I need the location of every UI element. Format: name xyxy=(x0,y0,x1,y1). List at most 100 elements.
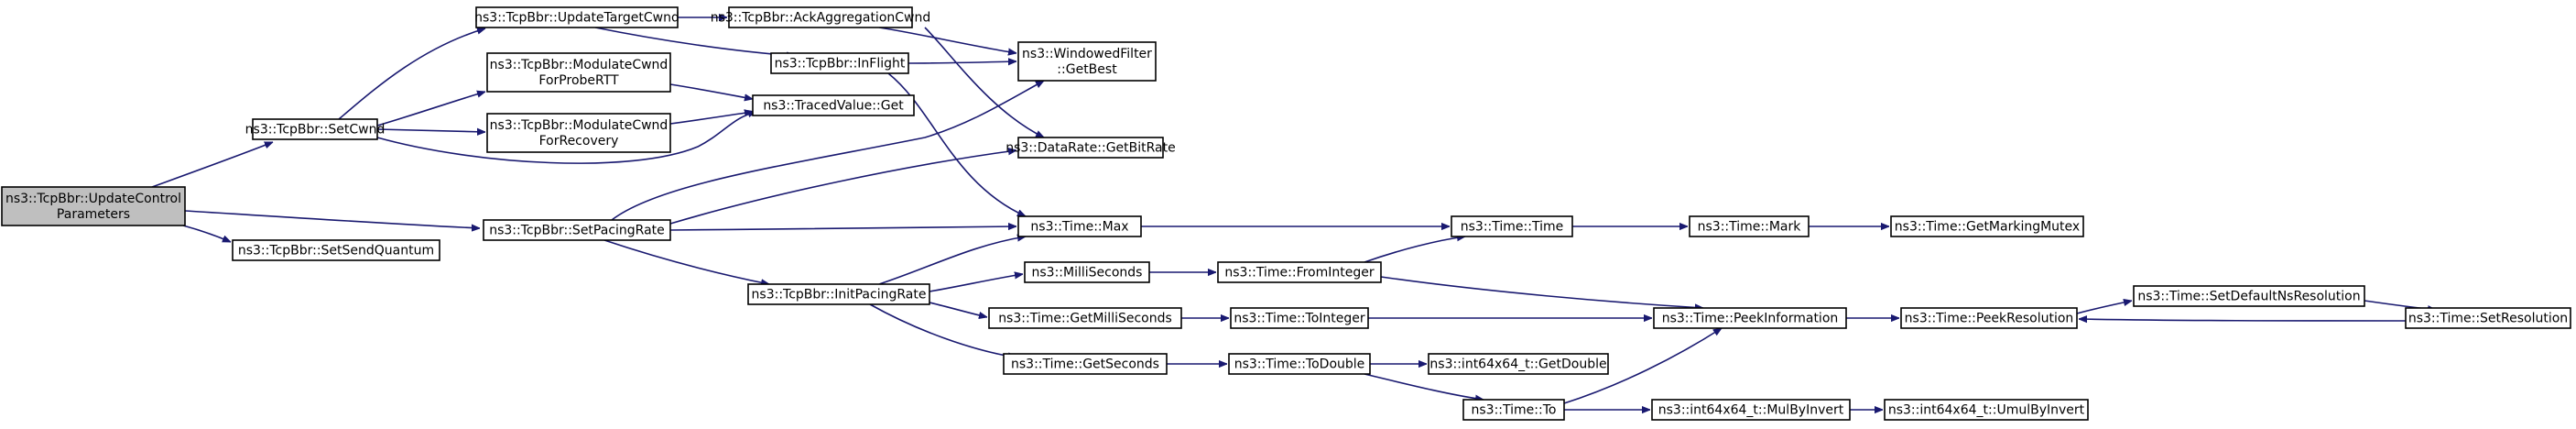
node-label: ns3::TracedValue::Get xyxy=(763,99,904,114)
node-label: ns3::TcpBbr::SetSendQuantum xyxy=(238,244,434,258)
node-label: ns3::Time::GetMilliSeconds xyxy=(998,312,1172,326)
node-label: ns3::Time::Mark xyxy=(1698,220,1802,235)
node-n9[interactable]: ns3::TcpBbr::InFlight xyxy=(770,52,909,74)
node-n23[interactable]: ns3::Time::To xyxy=(1462,399,1565,421)
node-box xyxy=(1230,307,1369,329)
node-n28[interactable]: ns3::Time::SetDefaultNsResolution xyxy=(2133,285,2365,307)
node-box xyxy=(486,113,671,153)
node-n29[interactable]: ns3::int64x64_t::UmulByInvert xyxy=(1884,399,2089,421)
node-label: ns3::TcpBbr::SetCwnd xyxy=(245,123,386,138)
node-label: ns3::TcpBbr::InFlight xyxy=(775,57,906,72)
edge-n1-n4 xyxy=(338,28,485,120)
nodes: ns3::TcpBbr::UpdateControlParametersns3:… xyxy=(1,6,2571,421)
node-n27[interactable]: ns3::Time::GetMarkingMutex xyxy=(1890,215,2084,237)
edge-n2-n13 xyxy=(669,226,1016,231)
node-box xyxy=(1689,215,1810,237)
node-box xyxy=(1024,261,1150,283)
node-n22[interactable]: ns3::int64x64_t::GetDouble xyxy=(1428,353,1609,375)
node-n12[interactable]: ns3::DataRate::GetBitRate xyxy=(1005,137,1176,159)
node-n26[interactable]: ns3::int64x64_t::MulByInvert xyxy=(1651,399,1851,421)
node-label: ns3::Time::ToInteger xyxy=(1234,312,1365,326)
node-n21[interactable]: ns3::Time::PeekInformation xyxy=(1653,307,1847,329)
node-box xyxy=(728,6,913,28)
node-n30[interactable]: ns3::Time::SetResolution xyxy=(2405,307,2571,329)
node-n15[interactable]: ns3::Time::GetMilliSeconds xyxy=(988,307,1182,329)
node-box xyxy=(988,307,1182,329)
node-box xyxy=(1,186,186,226)
edge-n1-n11 xyxy=(376,112,756,164)
node-box xyxy=(232,239,440,261)
node-n11[interactable]: ns3::TracedValue::Get xyxy=(752,94,915,116)
node-n18[interactable]: ns3::Time::ToInteger xyxy=(1230,307,1369,329)
node-label: ns3::Time::PeekResolution xyxy=(1905,312,2074,326)
node-n2[interactable]: ns3::TcpBbr::SetPacingRate xyxy=(483,219,671,241)
edge-n4-n9 xyxy=(594,27,795,56)
node-label: ns3::Time::FromInteger xyxy=(1224,266,1374,280)
node-label: Parameters xyxy=(57,207,130,222)
node-n24[interactable]: ns3::Time::Mark xyxy=(1689,215,1810,237)
node-label: ns3::Time::To xyxy=(1472,403,1557,418)
node-n3[interactable]: ns3::TcpBbr::SetSendQuantum xyxy=(232,239,440,261)
node-box xyxy=(483,219,671,241)
node-n10[interactable]: ns3::WindowedFilter::GetBest xyxy=(1017,41,1157,82)
node-box xyxy=(1017,137,1164,159)
node-label: ns3::TcpBbr::InitPacingRate xyxy=(752,288,927,302)
node-box xyxy=(1017,41,1157,82)
node-label: ns3::Time::SetDefaultNsResolution xyxy=(2137,290,2360,304)
node-label: ns3::TcpBbr::UpdateControl xyxy=(5,192,181,206)
node-label: ns3::Time::GetMarkingMutex xyxy=(1895,220,2080,235)
node-label: ns3::DataRate::GetBitRate xyxy=(1005,141,1176,156)
node-n1[interactable]: ns3::TcpBbr::SetCwnd xyxy=(245,118,386,140)
node-box xyxy=(1653,307,1847,329)
edge-n25-n28 xyxy=(2076,301,2132,314)
node-n20[interactable]: ns3::Time::Time xyxy=(1451,215,1573,237)
edge-n23-n21 xyxy=(1563,327,1722,404)
node-n7[interactable]: ns3::TcpBbr::InitPacingRate xyxy=(747,283,930,305)
node-n25[interactable]: ns3::Time::PeekResolution xyxy=(1900,307,2078,329)
edge-n9-n10 xyxy=(908,61,1016,63)
node-box xyxy=(770,52,909,74)
node-box xyxy=(1451,215,1573,237)
node-label: ForProbeRTT xyxy=(538,73,619,88)
node-box xyxy=(2405,307,2571,329)
node-label: ns3::Time::PeekInformation xyxy=(1662,312,1839,326)
node-label: ns3::TcpBbr::SetPacingRate xyxy=(489,224,665,238)
node-n14[interactable]: ns3::MilliSeconds xyxy=(1024,261,1150,283)
edge-n0-n3 xyxy=(182,225,231,243)
node-label: ns3::Time::GetSeconds xyxy=(1011,358,1159,372)
node-n17[interactable]: ns3::Time::FromInteger xyxy=(1217,261,1382,283)
node-n16[interactable]: ns3::Time::GetSeconds xyxy=(1003,353,1168,375)
edge-n8-n10 xyxy=(878,27,1016,53)
node-label: ns3::Time::Time xyxy=(1461,220,1563,235)
edge-n0-n1 xyxy=(151,141,273,188)
node-box xyxy=(1462,399,1565,421)
edge-n7-n15 xyxy=(929,302,987,317)
edge-n1-n6 xyxy=(376,129,485,132)
edge-n7-n13 xyxy=(878,236,1026,285)
node-label: ns3::TcpBbr::ModulateCwnd xyxy=(490,118,668,133)
node-box xyxy=(1651,399,1851,421)
node-label: ForRecovery xyxy=(539,134,619,148)
edges xyxy=(151,17,2436,410)
edge-n6-n11 xyxy=(669,112,753,125)
node-box xyxy=(475,6,679,28)
node-n4[interactable]: ns3::TcpBbr::UpdateTargetCwnd xyxy=(474,6,679,28)
node-box xyxy=(747,283,930,305)
node-n13[interactable]: ns3::Time::Max xyxy=(1017,215,1142,237)
node-label: ns3::int64x64_t::UmulByInvert xyxy=(1888,403,2085,418)
edge-n0-n2 xyxy=(184,210,480,228)
node-box xyxy=(1890,215,2084,237)
node-n8[interactable]: ns3::TcpBbr::AckAggregationCwnd xyxy=(711,6,931,28)
node-box xyxy=(752,94,915,116)
node-box xyxy=(1003,353,1168,375)
edge-n1-n5 xyxy=(376,92,485,126)
node-n19[interactable]: ns3::Time::ToDouble xyxy=(1228,353,1371,375)
node-box xyxy=(1884,399,2089,421)
edge-n2-n10 xyxy=(611,80,1044,221)
node-label: ns3::Time::Max xyxy=(1030,220,1128,235)
node-box xyxy=(1228,353,1371,375)
